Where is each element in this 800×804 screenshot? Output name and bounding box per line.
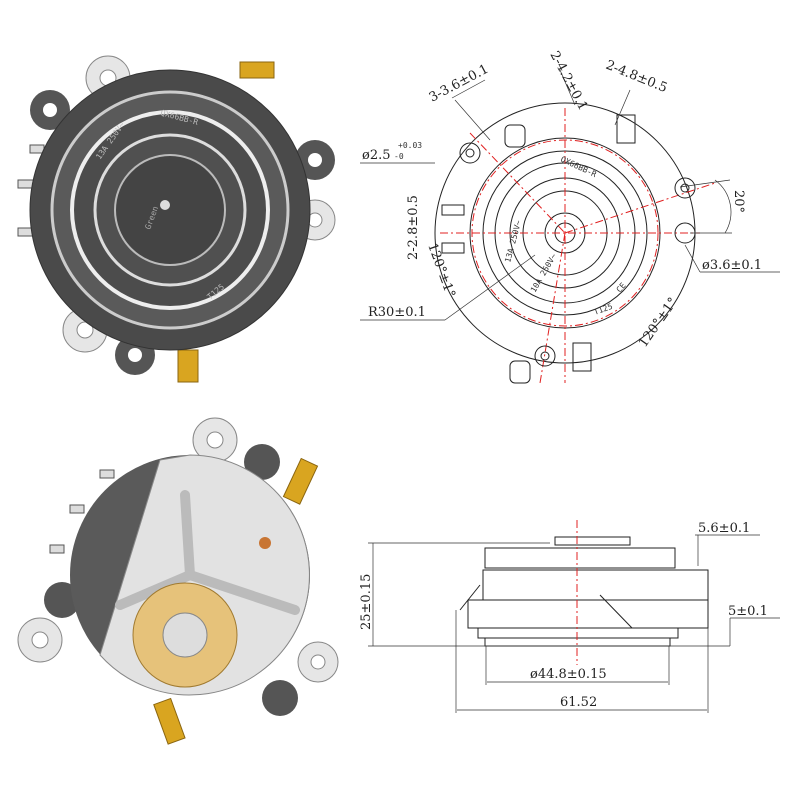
side-view-drawing: 25±0.15 5.6±0.1 5±0.1 ø44.8±0.15 61.52 xyxy=(350,500,800,730)
drawing-marking-t125: T125 xyxy=(593,302,614,317)
dimension-lines xyxy=(368,534,780,713)
plate-ribs xyxy=(115,490,300,615)
dim-hole-3-6: ø3.6±0.1 xyxy=(702,258,762,273)
dim-angle-20: 20° xyxy=(731,190,746,213)
top-view-drawing-svg: QX66BB-R 13A 250V~ 10A 250V~ T125 CE 3-3… xyxy=(360,49,780,384)
top-view-render: 13A 250V~ QX66BB-R T125 Green xyxy=(0,0,400,400)
dim-pin-hole: ø2.5 xyxy=(362,148,391,163)
dim-angle-120-right: 120°±1° xyxy=(636,295,681,350)
dim-inner-diameter: ø44.8±0.15 xyxy=(530,667,607,682)
brass-terminals xyxy=(177,61,275,383)
dim-height: 25±0.15 xyxy=(359,574,374,630)
side-profile xyxy=(459,536,709,647)
drawing-marking-13a: 13A 250V~ xyxy=(503,219,523,263)
mounting-lugs xyxy=(17,417,339,716)
rivet xyxy=(259,537,271,549)
drawing-marking-ce: CE xyxy=(615,281,628,294)
top-view-render-svg: 13A 250V~ QX66BB-R T125 Green xyxy=(17,55,336,383)
drawing-marking-10a: 10A 250V~ xyxy=(529,252,559,294)
dim-overall-width: 61.52 xyxy=(560,695,597,710)
bottom-view-render xyxy=(0,400,400,800)
bottom-view-render-svg xyxy=(17,417,339,745)
top-view-drawing: QX66BB-R 13A 250V~ 10A 250V~ T125 CE 3-3… xyxy=(360,40,800,400)
side-view-drawing-svg: 25±0.15 5.6±0.1 5±0.1 ø44.8±0.15 61.52 xyxy=(359,520,780,713)
dim-hole-3: 3-3.6±0.1 xyxy=(427,62,491,106)
dim-terminal-4-8: 2-4.8±0.5 xyxy=(604,58,670,96)
dim-top-offset: 5.6±0.1 xyxy=(698,521,750,536)
dim-terminal-2-8: 2-2.8±0.5 xyxy=(406,195,421,260)
dim-pin-hole-tol-low: -0 xyxy=(394,152,404,161)
leader-lines xyxy=(360,69,780,321)
dim-angle-120-left: 120°±1° xyxy=(424,241,458,300)
dim-base-offset: 5±0.1 xyxy=(728,604,768,619)
dim-pin-hole-tol: +0.03 xyxy=(398,141,422,150)
side-pins xyxy=(49,469,115,554)
dim-radius: R30±0.1 xyxy=(368,305,426,320)
brass-terminals xyxy=(153,457,319,745)
